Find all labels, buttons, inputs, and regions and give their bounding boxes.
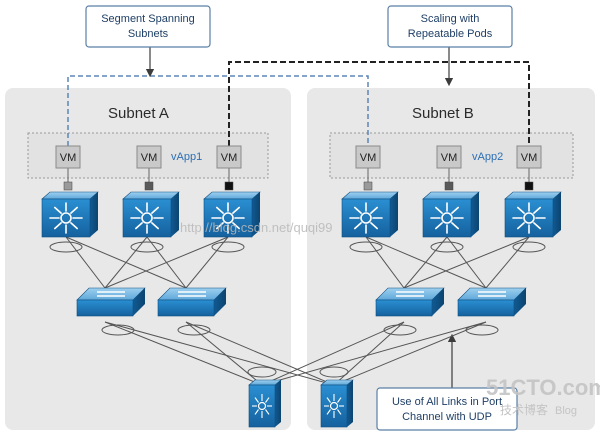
vm-box: VM [216,145,242,191]
scaling-callout-line2: Repeatable Pods [408,28,493,40]
access-switch-icon [341,191,399,238]
access-switch-icon [41,191,99,238]
vapp2-label: vApp2 [472,151,503,163]
vm-box: VM [355,145,381,191]
blog-watermark: Blog [555,405,577,417]
vm-label: VM [141,152,158,164]
aggregation-core-links [101,321,499,386]
links-callout-line2: Channel with UDP [402,411,492,423]
aggregation-switch-icon [457,287,527,317]
vm-box: VM [516,145,542,191]
segment-callout-line1: Segment Spanning [101,13,195,25]
links-callout: Use of All Links in Port Channel with UD… [376,387,518,431]
subnet-a-title: Subnet A [108,105,169,122]
access-switch-icon [422,191,480,238]
vm-box: VM [136,145,162,191]
vm-label: VM [60,152,77,164]
segment-callout: Segment Spanning Subnets [85,5,211,48]
core-switch-icon [248,379,282,428]
vm-label: VM [360,152,377,164]
access-switch-icon [122,191,180,238]
access-switch-icon [203,191,261,238]
core-switch-icon [320,379,354,428]
aggregation-switch-icon [76,287,146,317]
scaling-callout-line1: Scaling with [421,13,480,25]
scaling-callout: Scaling with Repeatable Pods [387,5,513,48]
vm-label: VM [221,152,238,164]
blog-cn-watermark: 技术博客 [500,402,548,417]
access-switch-icon [504,191,562,238]
url-watermark: http://blog.csdn.net/quqi99 [180,220,333,235]
vm-box: VM [436,145,462,191]
links-callout-line1: Use of All Links in Port [392,396,502,408]
segment-span-line [67,75,369,146]
subnet-b-title: Subnet B [412,105,474,122]
site-watermark: 51CTO.com [486,375,600,400]
access-aggregation-links [49,236,546,289]
vm-label: VM [521,152,538,164]
repeatable-pod-line [228,61,530,146]
vm-label: VM [441,152,458,164]
vm-box: VM [55,145,81,191]
segment-callout-line2: Subnets [128,28,169,40]
aggregation-switch-icon [375,287,445,317]
vapp1-label: vApp1 [171,151,202,163]
aggregation-switch-icon [157,287,227,317]
